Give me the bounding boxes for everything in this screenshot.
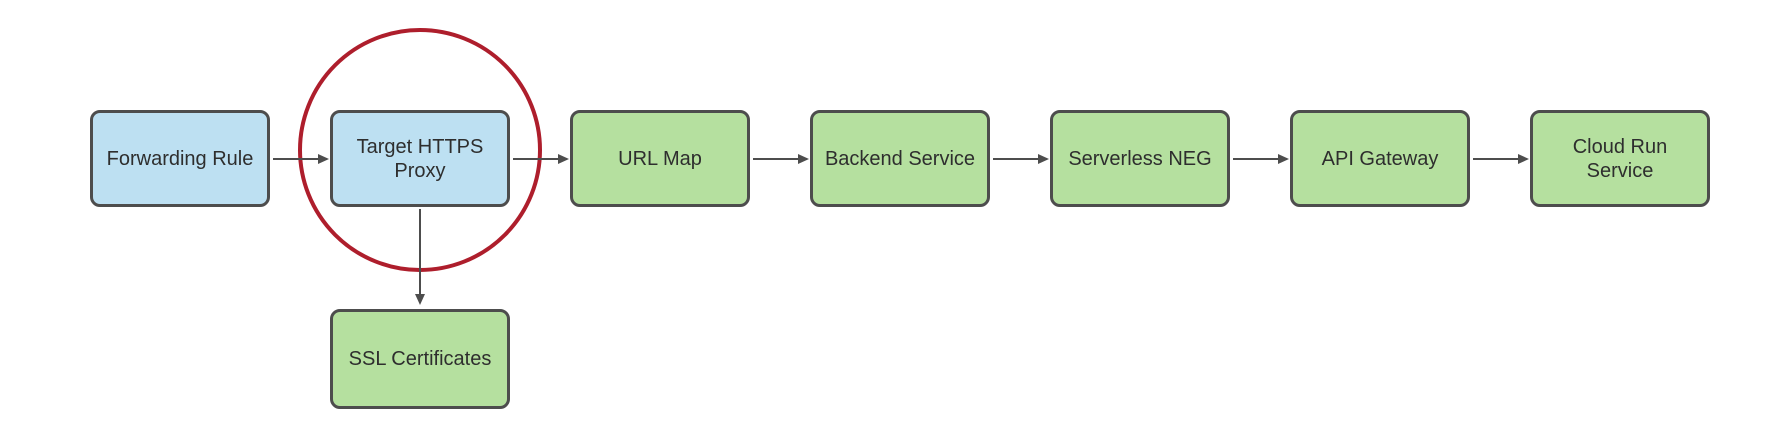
node-serverless-neg: Serverless NEG [1050,110,1230,207]
node-ssl-certificates-label: SSL Certificates [348,348,492,370]
node-cloud-run-service-label: Cloud Run Service [1572,135,1668,182]
node-backend-service: Backend Service [810,110,990,207]
node-target-https-proxy-label: Target HTTPS Proxy [356,135,484,182]
node-api-gateway-label: API Gateway [1321,147,1439,170]
node-backend-service-label: Backend Service [824,147,976,170]
node-api-gateway: API Gateway [1290,110,1470,207]
node-forwarding-rule-label: Forwarding Rule [106,147,254,170]
node-target-https-proxy: Target HTTPS Proxy [330,110,510,207]
node-serverless-neg-label: Serverless NEG [1068,147,1212,170]
node-url-map-label: URL Map [618,147,702,170]
node-url-map: URL Map [570,110,750,207]
node-ssl-certificates: SSL Certificates [330,309,510,409]
node-cloud-run-service: Cloud Run Service [1530,110,1710,207]
node-forwarding-rule: Forwarding Rule [90,110,270,207]
